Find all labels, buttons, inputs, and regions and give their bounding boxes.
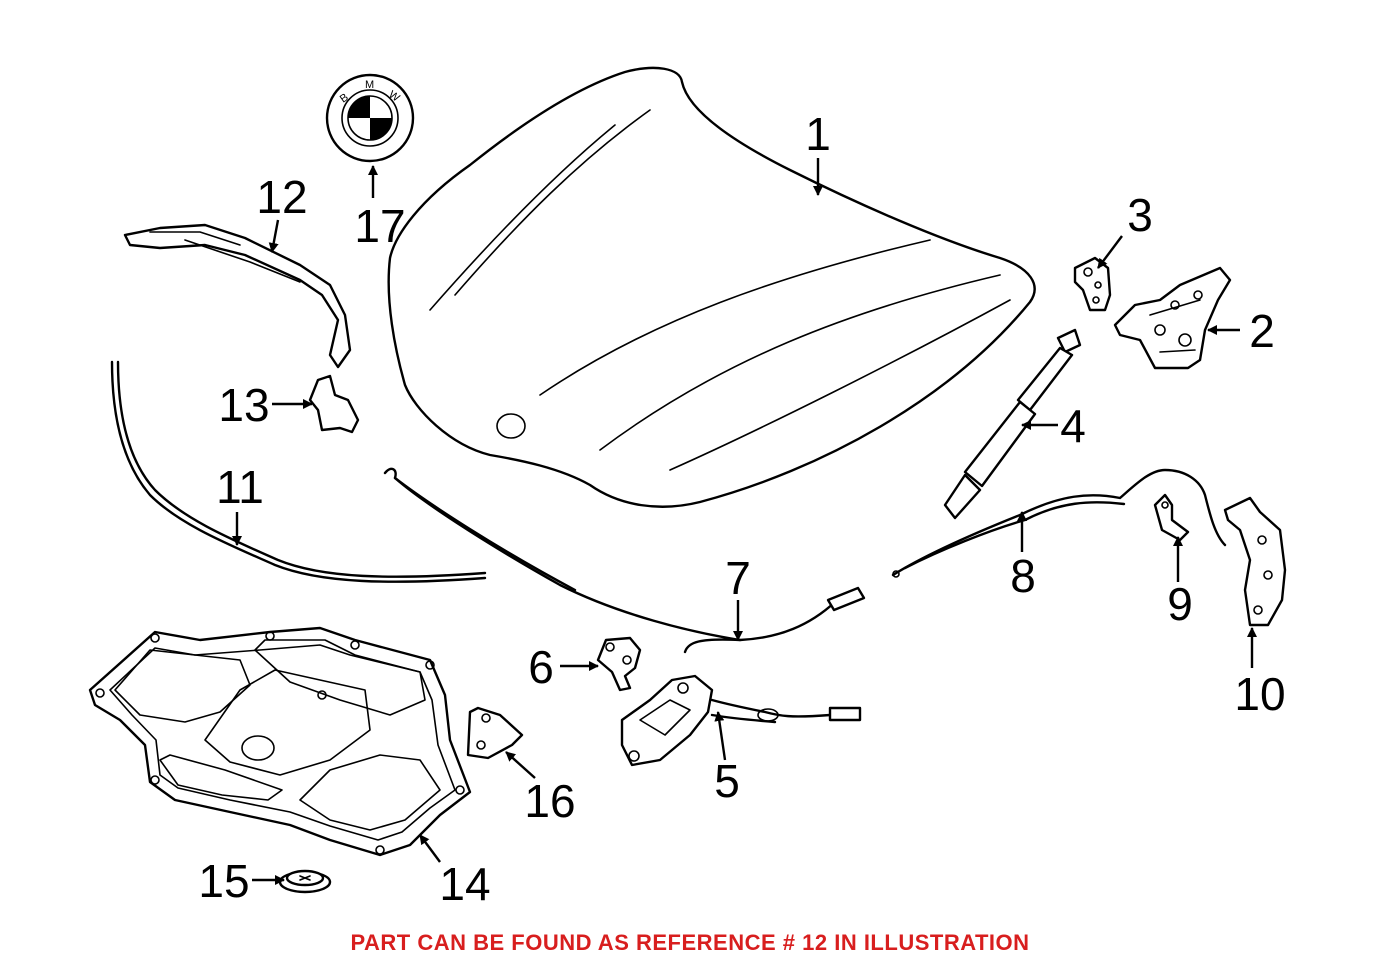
part-hood-bracket bbox=[1223, 496, 1287, 627]
callout-14: 14 bbox=[439, 858, 490, 910]
callout-7: 7 bbox=[725, 552, 751, 604]
parts-diagram: B M W 1 2 3 4 5 6 7 8 9 10 11 12 13 bbox=[88, 66, 1287, 910]
callout-8: 8 bbox=[1010, 550, 1036, 602]
callout-2: 2 bbox=[1249, 305, 1275, 357]
callout-16: 16 bbox=[524, 775, 575, 827]
part-cable-clip bbox=[1153, 493, 1190, 542]
callout-4: 4 bbox=[1060, 400, 1086, 452]
part-hood-hinge bbox=[1113, 266, 1232, 370]
callout-labels: 1 2 3 4 5 6 7 8 9 10 11 12 13 14 15 16 1… bbox=[198, 108, 1285, 910]
part-seal-strip bbox=[123, 223, 352, 369]
emblem-letter-m: M bbox=[365, 79, 374, 91]
callout-5: 5 bbox=[714, 755, 740, 807]
part-hood-insulation bbox=[88, 626, 472, 857]
part-hood-latch bbox=[620, 674, 862, 767]
callout-9: 9 bbox=[1167, 578, 1193, 630]
callout-1: 1 bbox=[805, 108, 831, 160]
part-release-cable bbox=[383, 467, 866, 654]
callout-15: 15 bbox=[198, 855, 249, 907]
callout-12: 12 bbox=[256, 171, 307, 223]
callout-3: 3 bbox=[1127, 189, 1153, 241]
part-hinge-bracket bbox=[1073, 256, 1112, 312]
part-small-pad bbox=[466, 706, 524, 760]
part-push-clip bbox=[278, 869, 332, 894]
callout-6: 6 bbox=[528, 641, 554, 693]
callout-10: 10 bbox=[1234, 668, 1285, 720]
part-emblem: B M W bbox=[325, 73, 415, 163]
part-hood-lift-support bbox=[943, 328, 1082, 520]
part-hood-seal bbox=[110, 360, 487, 583]
callout-11: 11 bbox=[216, 461, 264, 513]
callout-17: 17 bbox=[354, 200, 405, 252]
part-seal-bracket bbox=[308, 374, 360, 434]
part-latch-bracket bbox=[596, 636, 642, 692]
reference-note: PART CAN BE FOUND AS REFERENCE # 12 IN I… bbox=[350, 930, 1030, 955]
part-hood bbox=[387, 66, 1036, 508]
leader-lines bbox=[232, 158, 1257, 885]
callout-13: 13 bbox=[218, 379, 269, 431]
